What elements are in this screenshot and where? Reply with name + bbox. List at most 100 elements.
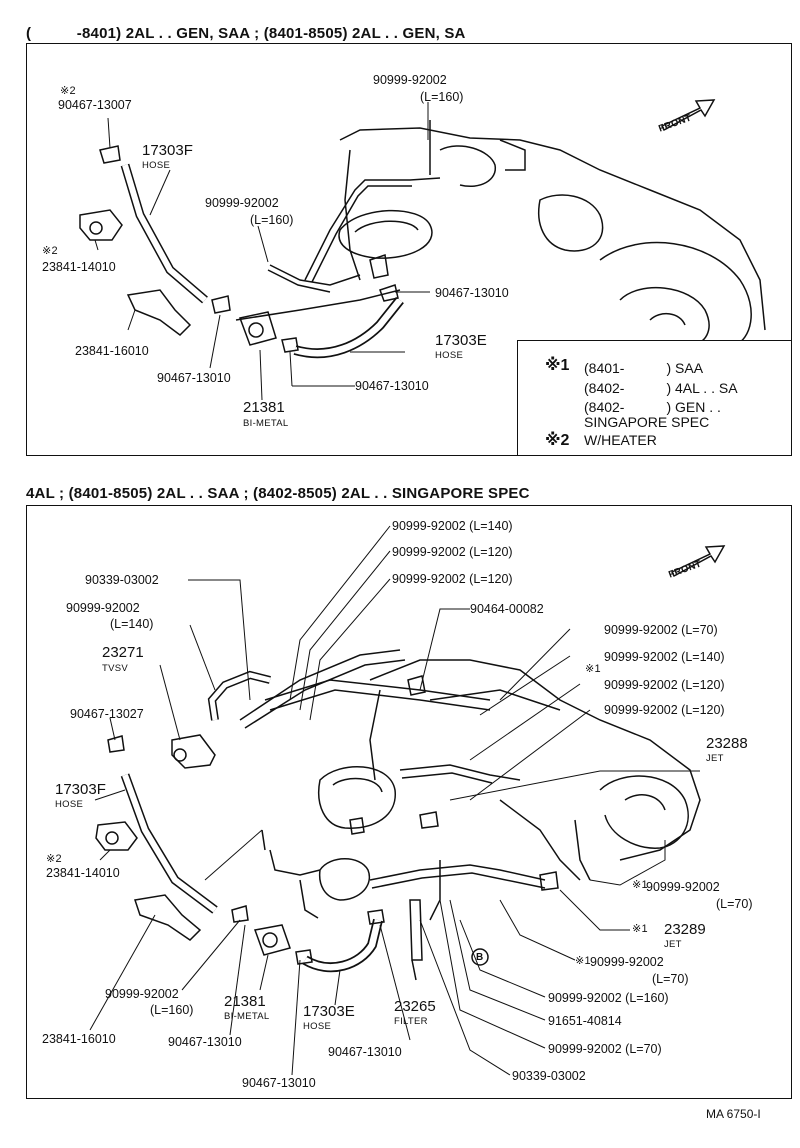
- throttle-body: [318, 765, 396, 829]
- label-23841-14010: 23841-14010: [42, 260, 116, 274]
- hose-tvsv: [207, 670, 271, 721]
- tvsv-23271: [171, 734, 216, 769]
- label-b-l140: (L=140): [110, 617, 154, 631]
- label-b-jet-a: JET: [706, 753, 724, 764]
- hose-17303f-bottom: [120, 773, 218, 914]
- engine-outline: [339, 127, 766, 331]
- label-90999-92002-top: 90999-92002: [373, 73, 447, 87]
- legend-row-2: (8402- ) 4AL . . SA: [584, 380, 738, 396]
- label-b-r9: 90999-92002: [590, 955, 664, 969]
- legend-box: [517, 340, 792, 456]
- label-b-90339-top: 90339-03002: [85, 573, 159, 587]
- bottom-diagram-panel: [26, 505, 792, 1099]
- label-17303f: 17303F: [142, 142, 193, 159]
- label-17303e: 17303E: [435, 332, 487, 349]
- valve-23841-16010: [126, 289, 192, 336]
- label-l160-mid: (L=160): [250, 213, 294, 227]
- clip-90467-13027: [107, 735, 125, 753]
- label-b-jet-b: JET: [664, 939, 682, 950]
- label-23841-16010: 23841-16010: [75, 344, 149, 358]
- legend-row-3: (8402- ) GEN . .: [584, 399, 721, 415]
- label-b-mark1c: ※1: [632, 923, 648, 935]
- label-b-note2: ※2: [46, 853, 62, 865]
- label-b-r7: 90999-92002 (L=120): [604, 703, 725, 717]
- air-cleaner-ring: [338, 209, 433, 259]
- label-b-l160: (L=160): [150, 1003, 194, 1017]
- label-b-90999-l140: 90999-92002: [66, 601, 140, 615]
- label-b-r8: 90999-92002: [646, 880, 720, 894]
- label-b-r12: 90999-92002 (L=70): [548, 1042, 662, 1056]
- label-b-90999-l160: 90999-92002: [105, 987, 179, 1001]
- label-b-l70a: (L=70): [716, 897, 753, 911]
- label-90467-13007: 90467-13007: [58, 98, 132, 112]
- circled-b: B: [476, 952, 484, 963]
- label-b-23841-14010: 23841-14010: [46, 866, 120, 880]
- label-90999-92002-mid: 90999-92002: [205, 196, 279, 210]
- label-b-17303e: 17303E: [303, 1003, 355, 1020]
- label-b-90464: 90464-00082: [470, 602, 544, 616]
- label-b-90467-13010-b: 90467-13010: [328, 1045, 402, 1059]
- note-2-mark: ※2: [60, 85, 76, 97]
- figure-code: MA 6750-I: [706, 1107, 761, 1121]
- label-90467-13010-left: 90467-13010: [157, 371, 231, 385]
- label-b-90467-13010-a: 90467-13010: [168, 1035, 242, 1049]
- label-90467-13010-mid: 90467-13010: [355, 379, 429, 393]
- label-b-mark1a: ※1: [585, 663, 601, 675]
- label-l160-top: (L=160): [420, 90, 464, 104]
- label-b-tvsv: TVSV: [102, 663, 129, 674]
- label-b-17303f: 17303F: [55, 781, 106, 798]
- label-b-r13: 90339-03002: [512, 1069, 586, 1083]
- legend-row-1: (8401- ) SAA: [584, 360, 704, 376]
- label-b-23841-16010: 23841-16010: [42, 1032, 116, 1046]
- vacuum-line-1: [269, 264, 361, 286]
- legend-mark-1: ※1: [545, 357, 570, 374]
- label-b-r6: 90999-92002 (L=120): [604, 678, 725, 692]
- label-hose-e: HOSE: [435, 350, 464, 361]
- vacuum-line-2: [304, 177, 441, 281]
- label-b-23265: 23265: [394, 998, 436, 1015]
- label-bimetal: BI-METAL: [243, 418, 289, 429]
- charcoal-canister: [318, 858, 371, 901]
- label-b-bimetal: BI-METAL: [224, 1011, 270, 1022]
- label-b-90467-13010-c: 90467-13010: [242, 1076, 316, 1090]
- label-b-hose-f: HOSE: [55, 799, 84, 810]
- engine-block: [369, 659, 701, 861]
- label-b-23271: 23271: [102, 644, 144, 661]
- valve-23841-16010-b: [134, 894, 202, 941]
- label-90467-13010-right: 90467-13010: [435, 286, 509, 300]
- label-b-r1: 90999-92002 (L=140): [392, 519, 513, 533]
- bimetal-21381-b: [253, 924, 291, 956]
- hose-17303e-bottom: [302, 918, 383, 973]
- front-arrow-bottom: [670, 545, 726, 578]
- filter-23265: [409, 899, 423, 961]
- label-b-filter: FILTER: [394, 1016, 428, 1027]
- jet-23289: [539, 871, 559, 891]
- legend-row-5: W/HEATER: [584, 432, 657, 448]
- legend-mark-2: ※2: [545, 432, 570, 449]
- label-b-r4: 90999-92002 (L=70): [604, 623, 718, 637]
- label-b-r2: 90999-92002 (L=120): [392, 545, 513, 559]
- legend-row-4: SINGAPORE SPEC: [584, 414, 710, 430]
- top-section-header: ( -8401) 2AL . . GEN, SAA ; (8401-8505) …: [26, 25, 466, 42]
- label-b-mark1b: ※1: [632, 879, 648, 891]
- label-b-23288: 23288: [706, 735, 748, 752]
- jet-23288: [419, 811, 439, 829]
- label-b-90467-13027: 90467-13027: [70, 707, 144, 721]
- valve-23841-14010-b: [95, 821, 138, 851]
- pulley-bottom: [599, 775, 689, 849]
- label-b-mark1d: ※1: [575, 955, 591, 967]
- label-b-r10: 90999-92002 (L=160): [548, 991, 669, 1005]
- front-arrow-top: [660, 99, 716, 132]
- label-b-r5: 90999-92002 (L=140): [604, 650, 725, 664]
- label-b-hose-e: HOSE: [303, 1021, 332, 1032]
- bottom-section-header: 4AL ; (8401-8505) 2AL . . SAA ; (8402-85…: [26, 485, 530, 502]
- label-b-21381: 21381: [224, 993, 266, 1010]
- label-b-r3: 90999-92002 (L=120): [392, 572, 513, 586]
- label-21381: 21381: [243, 399, 285, 416]
- label-hose-f: HOSE: [142, 160, 171, 171]
- valve-23841-14010: [79, 209, 123, 241]
- label-b-23289: 23289: [664, 921, 706, 938]
- label-b-l70b: (L=70): [652, 972, 689, 986]
- top-diagram-panel: [26, 43, 792, 456]
